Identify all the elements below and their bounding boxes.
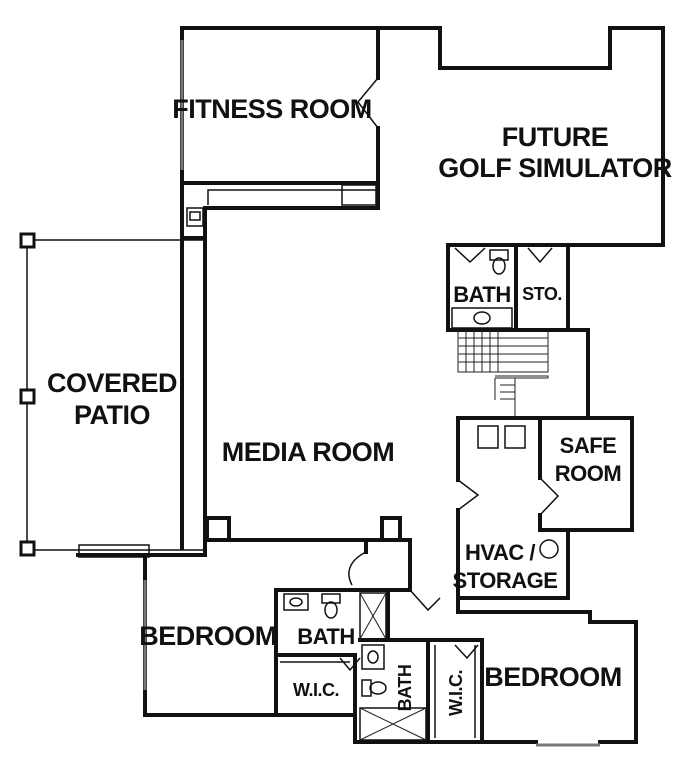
sink-vanity <box>361 644 385 670</box>
hvac-unit <box>504 425 526 449</box>
bath-right-label: BATH <box>395 665 415 712</box>
sink-vanity <box>283 593 309 611</box>
hvac-unit <box>477 425 499 449</box>
shower <box>359 707 427 741</box>
hvac-label-line1: HVAC / <box>465 540 535 565</box>
shower <box>359 592 387 640</box>
windows <box>78 40 600 747</box>
doors <box>339 77 560 672</box>
column <box>380 516 402 542</box>
storage-upper-label: STO. <box>522 284 562 304</box>
room-labels: FITNESS ROOM FUTURE GOLF SIMULATOR BATH … <box>47 94 672 716</box>
patio-post <box>19 388 36 405</box>
sink <box>473 311 491 325</box>
sink <box>367 650 379 664</box>
bedroom-left-label: BEDROOM <box>139 621 277 651</box>
bedroom-right-label: BEDROOM <box>484 662 622 692</box>
golf-label-line1: FUTURE <box>502 122 609 152</box>
column <box>205 516 231 542</box>
wic-right-label: W.I.C. <box>446 670 466 716</box>
toilet-tank <box>321 593 341 604</box>
patio-post <box>19 540 36 557</box>
covered-patio-outline <box>19 232 206 557</box>
safe-room-label-line1: SAFE <box>560 433 617 458</box>
toilet-bowl <box>492 257 506 275</box>
stairs <box>457 330 549 418</box>
safe-room-label-line2: ROOM <box>555 461 621 486</box>
vanity <box>451 307 513 329</box>
toilet-bowl <box>324 601 338 619</box>
hvac-label-line2: STORAGE <box>453 568 558 593</box>
wic-left-label: W.I.C. <box>293 680 339 700</box>
toilet-tank <box>361 679 372 697</box>
bath-left-label: BATH <box>297 624 354 649</box>
toilet-bowl <box>369 681 387 695</box>
bath-upper-label: BATH <box>453 282 510 307</box>
water-heater <box>539 539 559 559</box>
media-room-label: MEDIA ROOM <box>222 437 395 467</box>
covered-patio-label-line2: PATIO <box>74 400 150 430</box>
fixtures <box>205 249 559 741</box>
covered-patio-label-line1: COVERED <box>47 368 177 398</box>
sink <box>289 597 303 607</box>
golf-label-line2: GOLF SIMULATOR <box>438 153 671 183</box>
toilet-tank <box>489 249 509 261</box>
fitness-room-label: FITNESS ROOM <box>172 94 372 124</box>
patio-post <box>19 232 36 249</box>
hall-counter <box>186 184 377 227</box>
